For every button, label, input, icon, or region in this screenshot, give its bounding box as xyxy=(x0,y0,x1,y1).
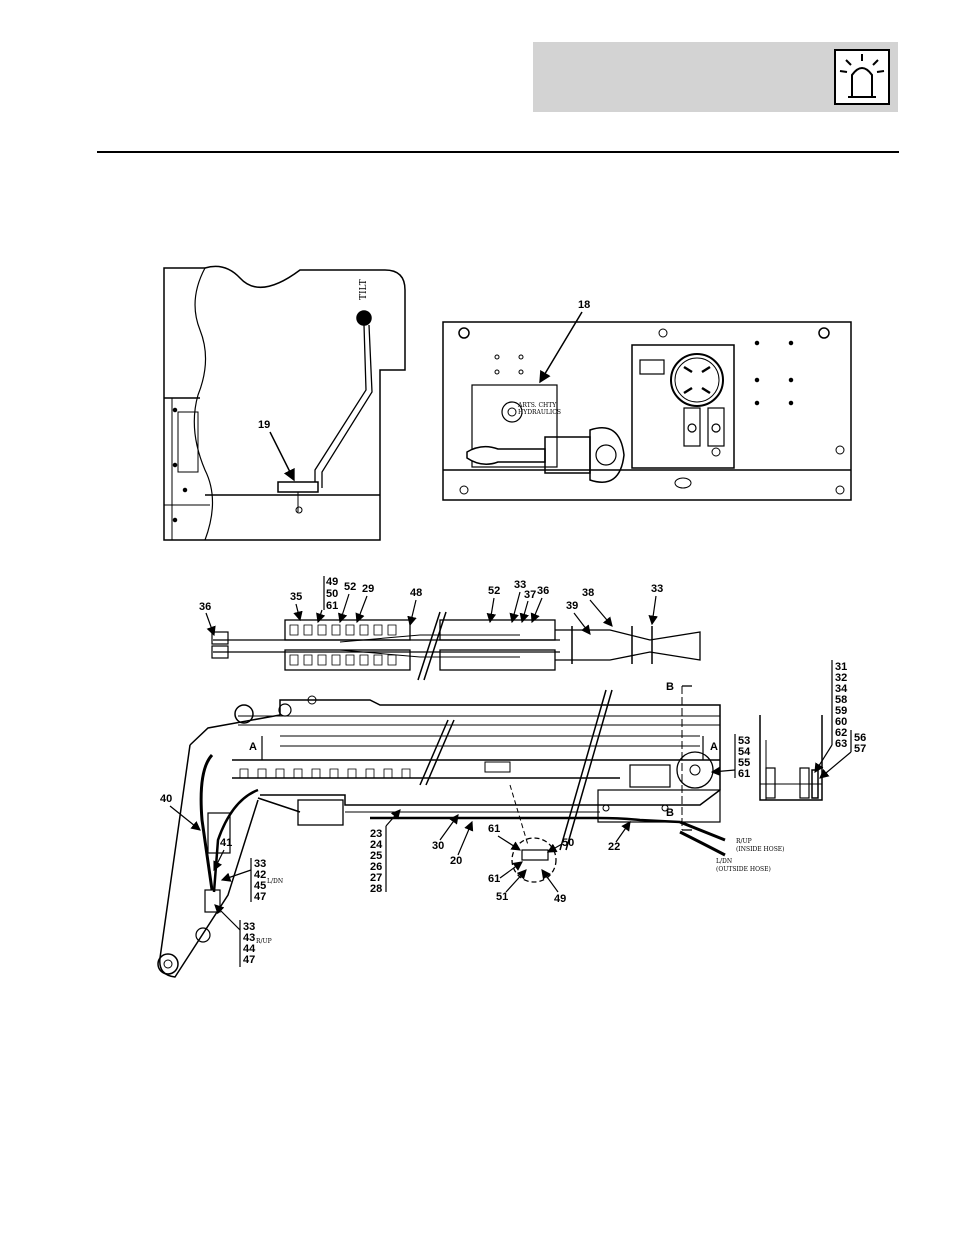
callout-61-detail-top: 61 xyxy=(488,823,500,835)
tilt-panel-view xyxy=(164,266,405,540)
callout-35: 35 xyxy=(290,591,302,603)
control-panel-view xyxy=(443,322,851,500)
callout-33-right: 33 xyxy=(651,583,663,595)
callout-40: 40 xyxy=(160,793,172,805)
callout-52-right: 52 xyxy=(488,585,500,597)
callout-52-left: 52 xyxy=(344,581,356,593)
boom-top-view xyxy=(212,612,700,680)
leader-19 xyxy=(270,432,294,480)
side-view-callouts: B B A A 31 32 34 58 59 60 62 63 56 57 53… xyxy=(160,660,866,967)
callout-36-right: 36 xyxy=(537,585,549,597)
callout-57: 57 xyxy=(854,743,866,755)
callout-37: 37 xyxy=(524,589,536,601)
end-section-view xyxy=(760,715,822,800)
callout-61: 61 xyxy=(326,600,338,612)
callout-28: 28 xyxy=(370,883,382,895)
hose-ldn-sub: (OUTSIDE HOSE) xyxy=(716,866,771,873)
callout-30: 30 xyxy=(432,840,444,852)
callout-22: 22 xyxy=(608,841,620,853)
callout-49: 49 xyxy=(326,576,338,588)
hose-rup-label: R/UP xyxy=(736,838,752,845)
rup-label: R/UP xyxy=(256,938,272,945)
callout-50-detail: 50 xyxy=(562,837,574,849)
callout-38: 38 xyxy=(582,587,594,599)
section-a-left: A xyxy=(249,741,257,753)
section-b-bottom: B xyxy=(666,807,674,819)
ldn-label: L/DN xyxy=(267,878,283,885)
callout-48: 48 xyxy=(410,587,422,599)
hose-ldn-label: L/DN xyxy=(716,858,732,865)
section-a-right: A xyxy=(710,741,718,753)
valve-plate-text-1: ARTS. CHTY xyxy=(517,402,557,409)
top-view-callouts: 36 35 49 50 61 52 29 48 52 33 37 36 38 3… xyxy=(199,576,663,635)
callout-51: 51 xyxy=(496,891,508,903)
callout-50: 50 xyxy=(326,588,338,600)
callout-61-group: 61 xyxy=(738,768,750,780)
callout-47-rup: 47 xyxy=(243,954,255,966)
callout-41: 41 xyxy=(220,837,232,849)
valve-plate-text-2: HYDRAULICS xyxy=(518,409,561,416)
callout-47-ldn: 47 xyxy=(254,891,266,903)
callout-49-detail: 49 xyxy=(554,893,566,905)
callout-39: 39 xyxy=(566,600,578,612)
callout-36-left: 36 xyxy=(199,601,211,613)
callout-29: 29 xyxy=(362,583,374,595)
hose-rup-sub: (INSIDE HOSE) xyxy=(736,846,785,853)
callout-63: 63 xyxy=(835,738,847,750)
callout-19: 19 xyxy=(258,419,270,431)
tilt-lever-label: TILT xyxy=(359,279,369,300)
callout-61-detail-bottom: 61 xyxy=(488,873,500,885)
callout-20: 20 xyxy=(450,855,462,867)
callout-18: 18 xyxy=(578,299,590,311)
section-b-top: B xyxy=(666,681,674,693)
